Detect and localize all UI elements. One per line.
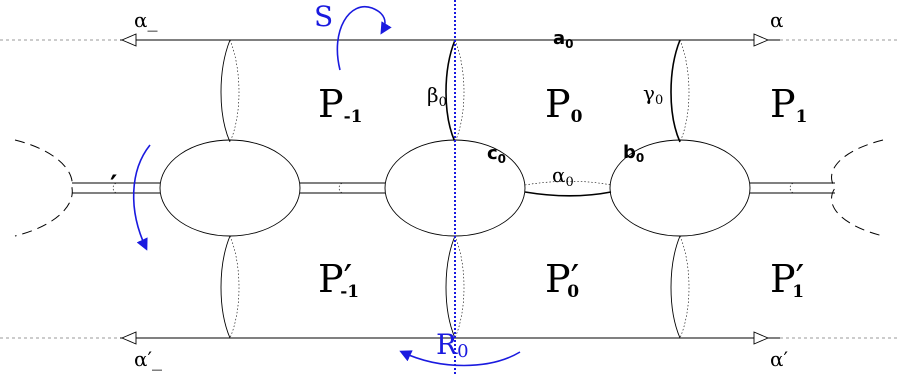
label-gamma0: γ0 — [643, 81, 663, 108]
tube-bottom-left — [220, 235, 240, 339]
htube-right — [750, 182, 835, 194]
htube-left — [300, 182, 385, 194]
label-b0: b0 — [623, 142, 644, 165]
tube-top-right — [670, 39, 690, 143]
right-arrow-head-bottom — [753, 331, 770, 345]
label-S: S — [314, 0, 333, 33]
label-P-minus1: P-1 — [318, 82, 362, 127]
label-Pprime0: P′0 — [545, 257, 579, 302]
tube-bottom-right — [670, 235, 690, 339]
label-Pprime-minus1: P′-1 — [318, 257, 359, 302]
label-alpha-top-right: α — [770, 8, 784, 32]
label-c0: c0 — [487, 143, 506, 166]
tube-top-middle — [445, 39, 465, 143]
label-P1: P1 — [770, 82, 807, 127]
tube-top-left — [220, 39, 240, 143]
label-alpha-bottom-right: α′ — [770, 347, 789, 371]
htube-far-left — [72, 182, 160, 194]
R0-rotation-arrow — [399, 350, 521, 367]
edge-sphere-left — [14, 139, 73, 237]
sphere-left — [159, 139, 301, 237]
tube-bottom-middle — [445, 235, 465, 339]
label-beta0: β0 — [427, 83, 447, 110]
sphere-right — [609, 139, 751, 237]
left-arrow-head-bottom — [120, 331, 137, 345]
right-arrow-head-top — [753, 33, 770, 47]
htube-alpha0 — [524, 180, 612, 197]
label-a0: a0 — [553, 28, 574, 51]
label-R0: R0 — [436, 328, 469, 362]
S-rotation-arrow — [336, 5, 392, 71]
label-alpha-bottom-left: α′_ — [134, 347, 162, 371]
edge-sphere-right — [831, 139, 884, 237]
label-prime-mark: ′ — [110, 169, 117, 202]
label-Pprime1: P′1 — [770, 257, 804, 302]
left-arrow-head-top — [120, 33, 137, 47]
edge-rotation-arrow — [132, 144, 151, 251]
top-boundary-line — [0, 33, 898, 47]
label-alpha0: α0 — [552, 163, 574, 190]
label-P0: P0 — [545, 82, 583, 127]
label-alpha-top-left: α_ — [134, 8, 158, 32]
